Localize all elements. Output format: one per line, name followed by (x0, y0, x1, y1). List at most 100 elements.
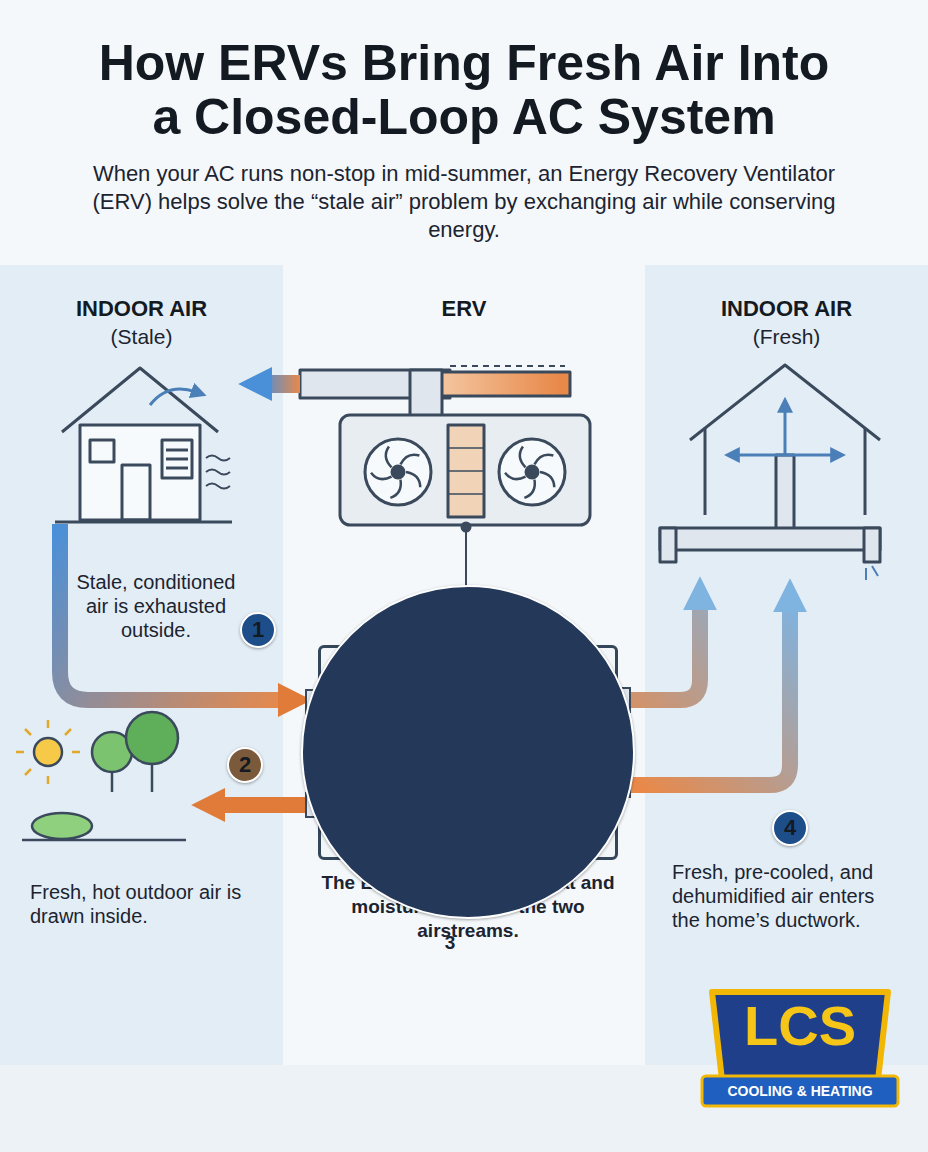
fan-blade (540, 472, 554, 487)
panel-band: INDOOR AIR(Fresh) 4 (645, 265, 928, 1065)
erv-unit-icon (448, 493, 484, 495)
erv-core-illustration (618, 688, 630, 712)
fresh-house-icon (735, 454, 785, 457)
erv-unit-icon (526, 466, 538, 478)
erv-core-illustration (306, 690, 318, 714)
step-note: Fresh, hot outdoor air is drawn inside. (30, 880, 292, 928)
fan-blade (534, 455, 553, 465)
erv-core-box: The ERV core transfers heat and moisture… (318, 645, 618, 860)
stale-house-icon (122, 465, 150, 520)
erv-unit-icon (448, 425, 484, 517)
logo-wordmark: LCS (712, 995, 888, 1057)
outdoor-scene-icon (22, 839, 186, 842)
column-subheading: (Fresh) (645, 323, 928, 351)
panel-band: ERV The ERV core transfers heat and moist… (283, 265, 645, 1065)
stale-house-icon (90, 440, 114, 462)
callout-circle: 3 (301, 585, 635, 919)
erv-unit-icon (450, 365, 565, 367)
callout-number: 1 (252, 616, 264, 644)
erv-core-illustration (618, 773, 630, 797)
fresh-house-icon (784, 408, 787, 455)
column-subheading: (Stale) (0, 323, 283, 351)
fan-blade (371, 473, 392, 479)
fresh-house-icon (866, 566, 878, 580)
stale-house-icon (166, 449, 188, 452)
air-flow-arrows (215, 797, 318, 813)
panel-grounds (0, 265, 928, 1152)
fan-blade (390, 480, 400, 498)
diagram-caption: When your AC runs non-stop in mid-summer… (64, 160, 864, 244)
callout-number: 2 (239, 751, 251, 779)
callout-circle: 2 (227, 747, 263, 783)
column-heading: INDOOR AIR (645, 295, 928, 323)
erv-unit-icon (340, 415, 590, 525)
erv-unit-icon (462, 523, 470, 531)
outdoor-scene-icon (126, 712, 178, 764)
fresh-house-icon (660, 365, 880, 580)
stale-house-icon (80, 425, 200, 520)
erv-core-illustration (306, 793, 318, 817)
erv-unit-icon (392, 466, 404, 478)
stale-house-icon (162, 440, 192, 478)
air-flow-arrows (618, 602, 790, 785)
fresh-house-icon (660, 528, 676, 562)
erv-core-illustration (436, 712, 504, 796)
step-note: Stale, conditioned air is exhausted outs… (75, 570, 237, 642)
erv-core-illustration (306, 645, 630, 860)
stale-house-icon (55, 521, 232, 524)
erv-unit-icon (448, 447, 484, 449)
outdoor-scene-icon (34, 738, 62, 766)
outdoor-scene-icon (151, 762, 154, 792)
fan-blade (505, 473, 526, 479)
fresh-house-icon (660, 528, 880, 550)
air-flow-arrows (60, 524, 288, 700)
erv-unit-icon (262, 366, 590, 640)
fan-blade (524, 480, 534, 498)
panel-grounds (0, 265, 283, 1065)
company-logo (702, 992, 898, 1106)
stale-house-icon (166, 467, 188, 470)
outdoor-scene-icon (111, 770, 114, 792)
column-heading: INDOOR AIR (0, 295, 283, 323)
panel-grounds (283, 265, 645, 1065)
erv-core-illustration (318, 645, 618, 860)
fan-blade (400, 455, 419, 465)
erv-unit-icon (465, 527, 467, 640)
outdoor-scene-icon (32, 813, 92, 839)
stale-house-icon (62, 368, 218, 432)
erv-unit-icon (499, 439, 565, 505)
fan-blade (386, 447, 392, 468)
column-heading: ERV (283, 295, 645, 323)
step-note: Fresh, pre-cooled, and dehumidified air … (672, 860, 900, 932)
erv-core-illustration (336, 660, 600, 846)
fresh-house-icon (785, 454, 835, 457)
stale-house-icon (206, 456, 230, 489)
air-flow-arrows (618, 600, 700, 700)
fan-blade (520, 447, 526, 468)
erv-unit-icon (365, 439, 431, 505)
callout-circle: 4 (772, 810, 808, 846)
panel-grounds (0, 1065, 928, 1152)
stale-house-icon (150, 389, 196, 405)
fresh-house-icon (776, 455, 794, 529)
stale-house-icon (55, 368, 232, 522)
logo-tagline: COOLING & HEATING (702, 1078, 898, 1104)
callout-circle: 1 (240, 612, 276, 648)
stale-house-icon (166, 458, 188, 461)
company-logo (702, 1076, 898, 1106)
erv-unit-icon (448, 470, 484, 472)
outdoor-scene-icon (16, 712, 186, 840)
outdoor-scene-icon (16, 720, 80, 784)
fan-blade (406, 472, 420, 487)
fresh-house-icon (864, 428, 867, 515)
core-caption: The ERV core transfers heat and moisture… (308, 871, 628, 943)
erv-unit-icon (262, 375, 300, 393)
erv-core-illustration (362, 700, 580, 806)
fresh-house-icon (704, 428, 707, 515)
erv-unit-icon (440, 372, 570, 396)
